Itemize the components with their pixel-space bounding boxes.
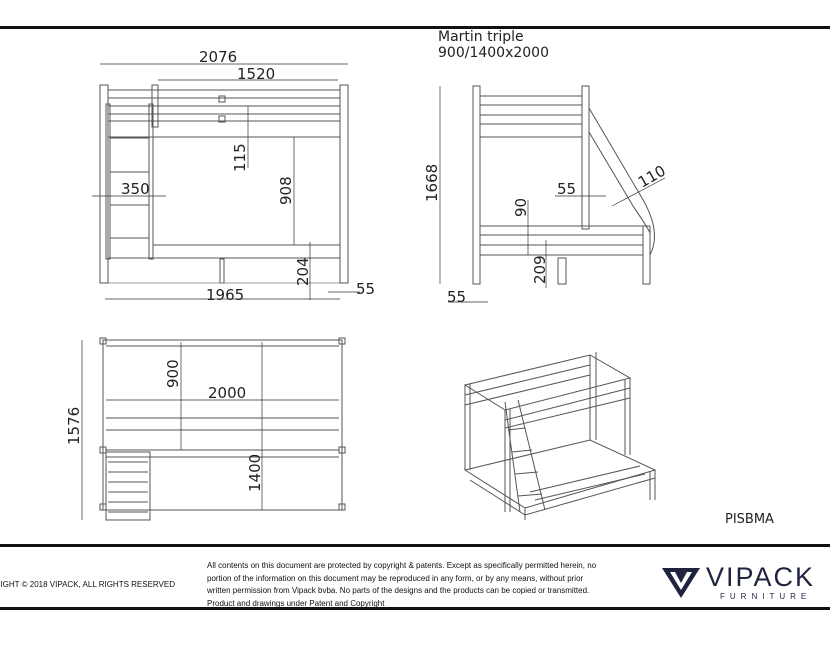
- front-view: 2076 1520 115 908 204 350 1965 55: [92, 48, 375, 304]
- footer-top-border: [0, 544, 830, 547]
- dim-55: 55: [356, 280, 375, 298]
- dim-900: 900: [164, 359, 182, 388]
- dim-204: 204: [294, 257, 312, 286]
- dim-350: 350: [121, 180, 150, 198]
- logo-name: VIPACK: [706, 562, 816, 592]
- dim-1576: 1576: [65, 407, 83, 445]
- isometric-view: [463, 352, 657, 520]
- dim-2076: 2076: [199, 48, 237, 66]
- logo-subtitle: FURNITURE: [720, 592, 812, 601]
- legal-notice: All contents on this document are protec…: [207, 561, 597, 608]
- dim-908: 908: [277, 176, 295, 205]
- model-dimensions: 900/1400x2000: [438, 45, 549, 61]
- dim-209: 209: [531, 255, 549, 284]
- dim-1400: 1400: [246, 454, 264, 492]
- dim-55-post: 55: [557, 180, 576, 198]
- vipack-logo-mark-icon: [662, 568, 700, 598]
- dim-90: 90: [512, 198, 530, 217]
- product-code: PISBMA: [725, 512, 774, 527]
- side-view: 1668 90 209 55 110 55: [423, 85, 669, 306]
- footer-bottom-border: [0, 607, 830, 610]
- top-view: 1576 900 2000 1400: [65, 337, 346, 521]
- top-border: [0, 26, 830, 29]
- model-name: Martin triple: [438, 29, 524, 45]
- drawing-title: Martin triple 900/1400x2000: [438, 29, 549, 61]
- dim-1520: 1520: [237, 65, 275, 83]
- dim-2000: 2000: [208, 384, 246, 402]
- dim-115: 115: [231, 143, 249, 172]
- vipack-logo: VIPACK FURNITURE: [660, 562, 830, 604]
- dim-1668: 1668: [423, 164, 441, 202]
- copyright-notice: COPYRIGHT © 2018 VIPACK, ALL RIGHTS RESE…: [0, 580, 175, 589]
- dim-110: 110: [635, 162, 669, 192]
- dim-55-bottom: 55: [447, 288, 466, 306]
- dim-1965: 1965: [206, 286, 244, 304]
